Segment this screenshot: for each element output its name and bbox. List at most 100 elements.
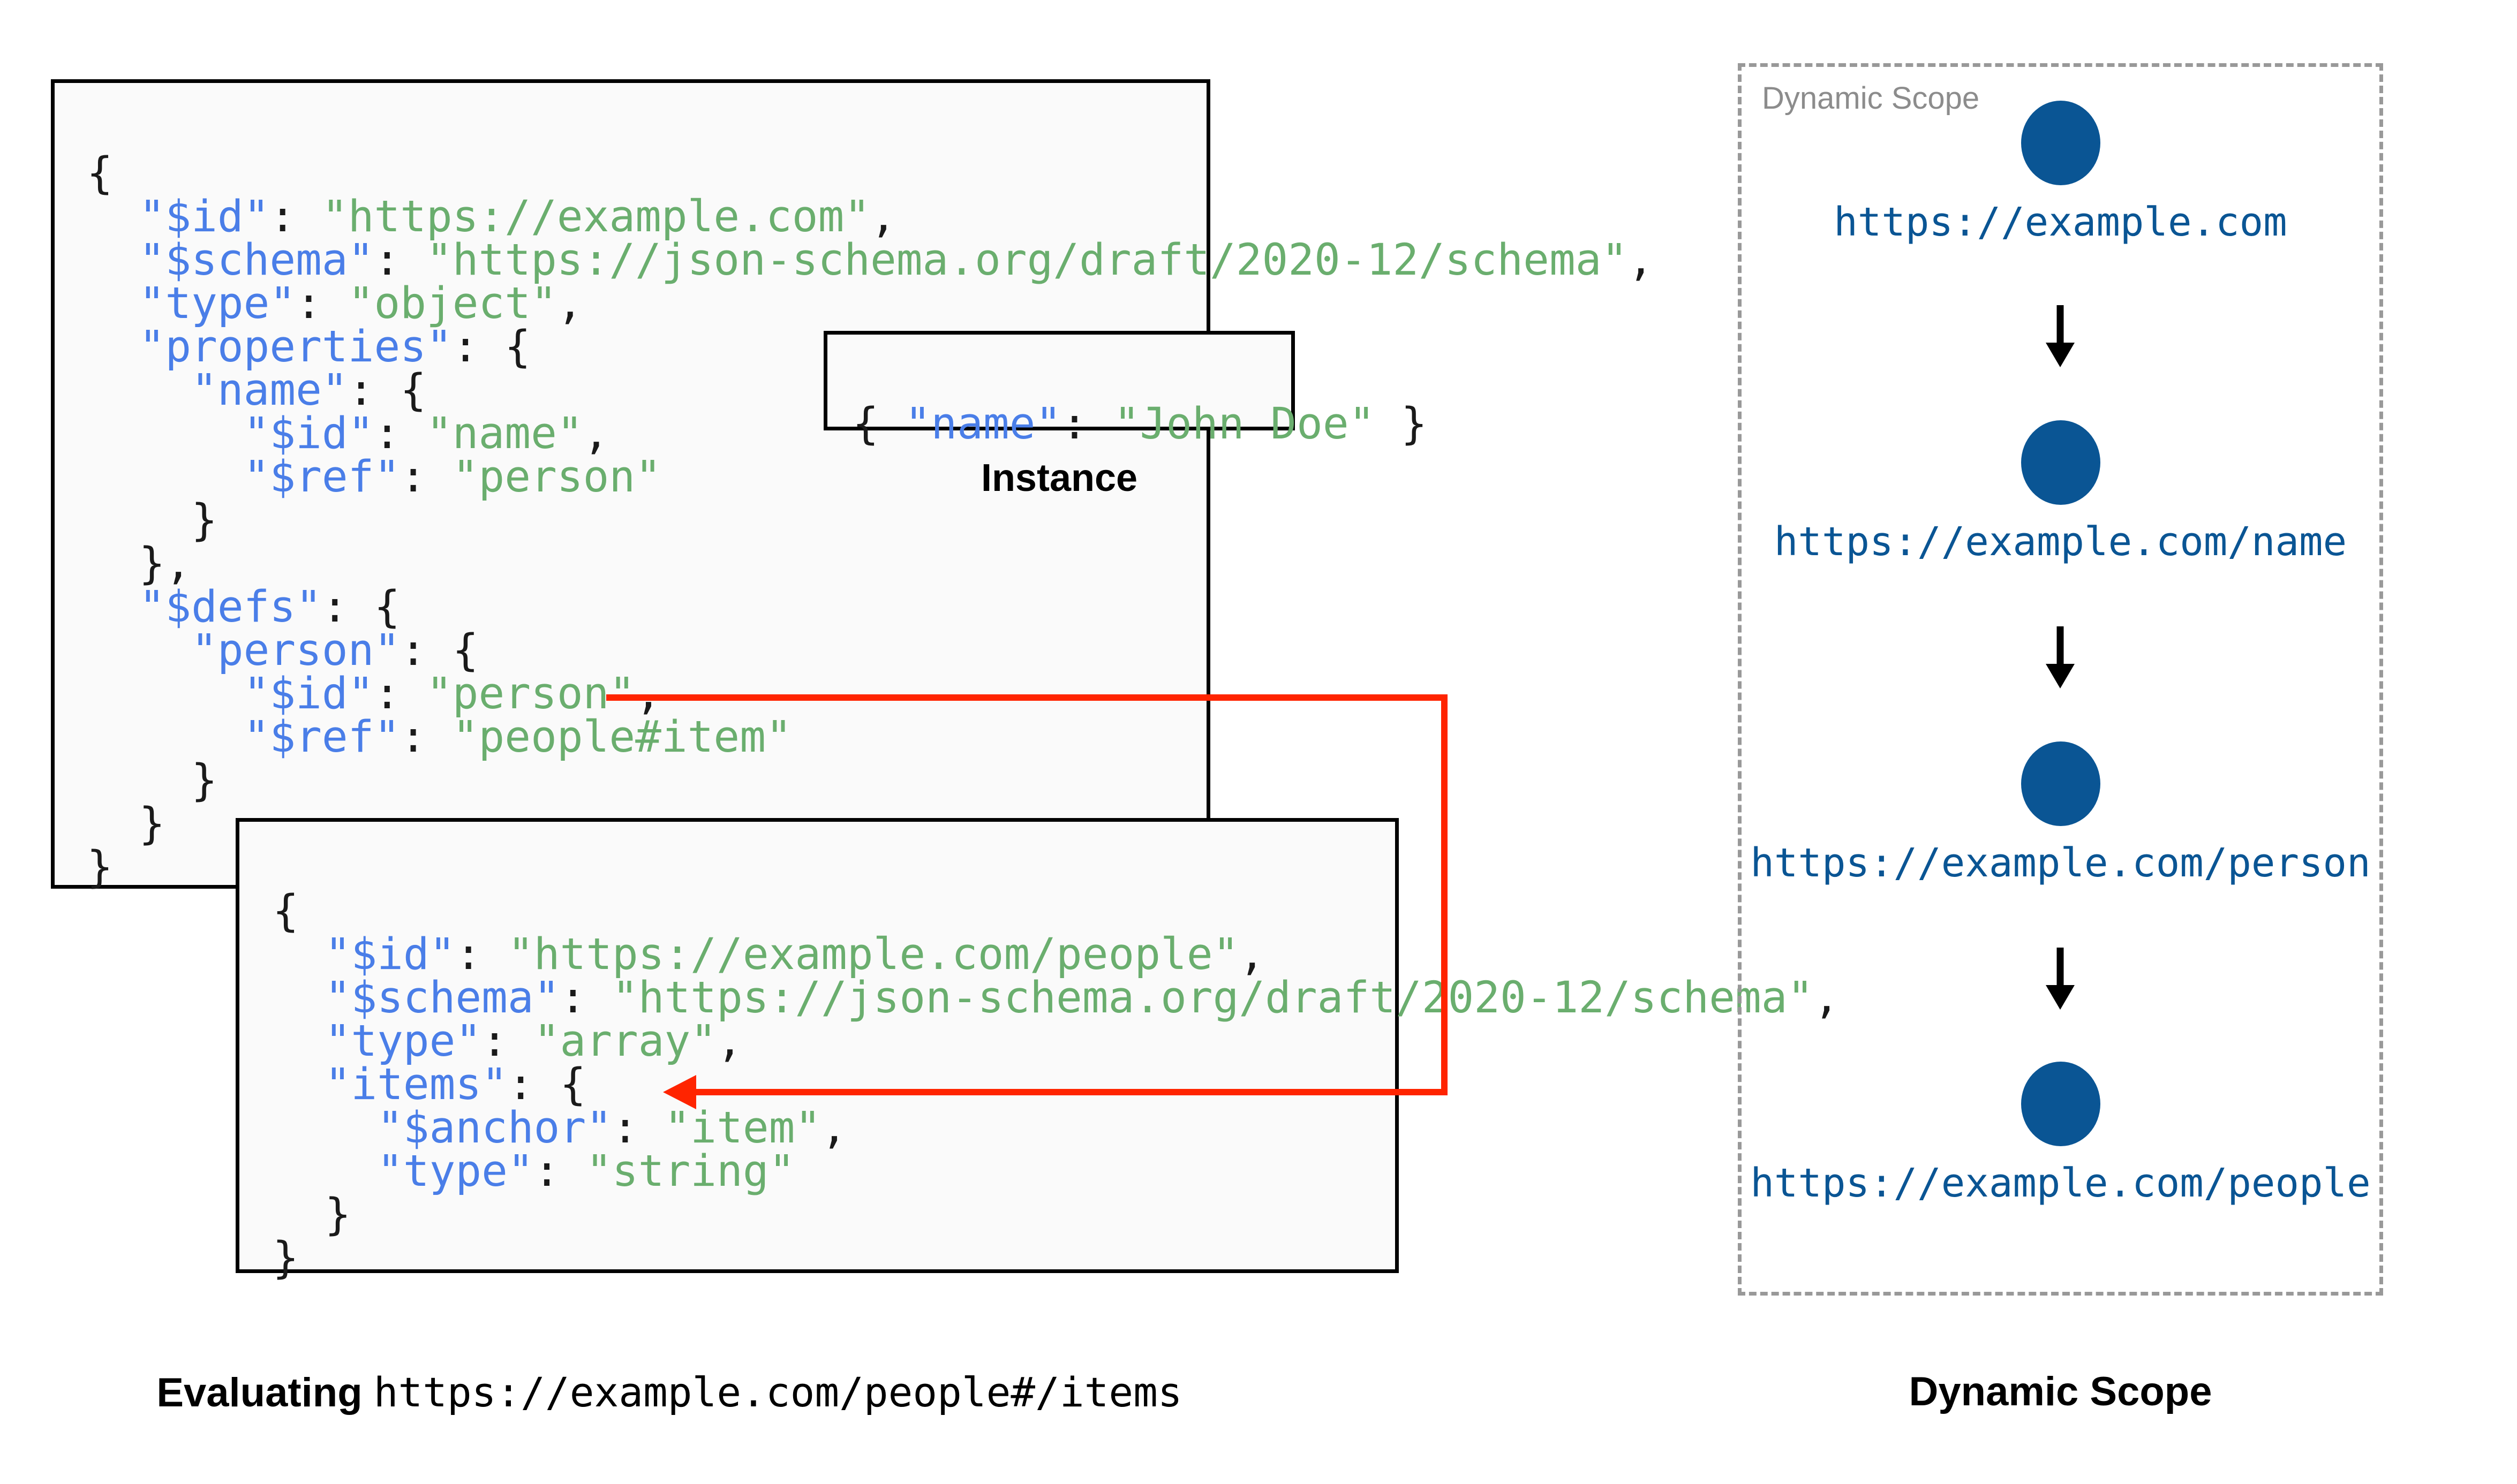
code-token: "string" <box>586 1146 795 1197</box>
code-token: "name" <box>905 399 1062 449</box>
code-token <box>87 235 139 285</box>
code-token <box>87 712 244 762</box>
code-token: "person" <box>452 452 661 502</box>
code-token: : { <box>452 322 531 372</box>
code-token: "type" <box>325 1016 482 1066</box>
code-token: "items" <box>325 1059 508 1110</box>
code-token: "https://example.com" <box>321 192 871 242</box>
code-token: "$anchor" <box>377 1103 612 1153</box>
evaluating-caption: Evaluating https://example.com/people#/i… <box>0 1368 1339 1416</box>
code-token: } <box>1375 399 1427 449</box>
code-token: "type" <box>377 1146 534 1197</box>
code-token: : <box>374 408 426 459</box>
code-token <box>273 1059 325 1110</box>
code-token <box>273 973 325 1023</box>
code-token: : { <box>348 365 426 415</box>
scope-node-circle-icon <box>2021 741 2100 826</box>
code-token: : <box>374 669 426 719</box>
code-token: "$id" <box>325 929 456 980</box>
code-token <box>87 669 244 719</box>
code-token: : { <box>400 625 479 676</box>
code-token <box>87 625 191 676</box>
instance-caption: Instance <box>981 457 1138 499</box>
code-token: , <box>821 1103 847 1153</box>
code-token: { <box>87 148 113 199</box>
scope-node-circle-icon <box>2021 420 2100 505</box>
code-token: "John Doe" <box>1113 399 1375 449</box>
code-token: , <box>1627 235 1654 285</box>
scope-node-circle-icon <box>2021 101 2100 185</box>
code-token <box>273 1103 377 1153</box>
code-token: "$ref" <box>243 712 401 762</box>
code-token: "array" <box>533 1016 717 1066</box>
code-token: } <box>87 799 165 849</box>
code-token: "$defs" <box>139 582 322 632</box>
dynamic-scope-panel-label: Dynamic Scope <box>1762 81 1980 116</box>
code-token: : <box>612 1103 665 1153</box>
code-token: : { <box>321 582 401 632</box>
code-token: "people#item" <box>452 712 792 762</box>
code-token: "person" <box>191 625 401 676</box>
code-token: "$ref" <box>243 452 401 502</box>
scope-node-label: https://example.com <box>1834 199 2287 245</box>
instance-box: { "name": "John Doe" } <box>824 331 1427 446</box>
code-token: "name" <box>426 408 583 459</box>
code-token <box>87 192 139 242</box>
code-token: : <box>374 235 426 285</box>
code-token: "$schema" <box>325 973 560 1023</box>
code-token: : <box>400 712 453 762</box>
code-token <box>273 929 325 980</box>
code-token: "$id" <box>243 408 374 459</box>
code-token: , <box>556 278 583 329</box>
code-token: "name" <box>191 365 348 415</box>
scope-node-label: https://example.com/person <box>1750 840 2371 886</box>
schema-box-root: { "$id": "https://example.com", "$schema… <box>51 79 1654 889</box>
schema-code-root: { "$id": "https://example.com", "$schema… <box>87 152 1654 889</box>
code-token: : <box>481 1016 534 1066</box>
schema-code-people: { "$id": "https://example.com/people", "… <box>273 890 1840 1280</box>
code-token: "$id" <box>139 192 270 242</box>
code-token: { <box>853 399 905 449</box>
code-token <box>87 582 139 632</box>
code-token: { <box>273 886 299 936</box>
code-token: "properties" <box>139 322 453 372</box>
code-token <box>273 1146 377 1197</box>
code-token: , <box>635 669 661 719</box>
code-token: "https://json-schema.org/draft/2020-12/s… <box>612 973 1814 1023</box>
scope-arrow-2-3 <box>2046 948 2075 1010</box>
scope-node-3: https://example.com/people <box>1738 1062 2383 1206</box>
dynamic-scope-panel <box>1738 63 2383 1296</box>
scope-node-2: https://example.com/person <box>1738 741 2383 886</box>
code-token: : <box>296 278 348 329</box>
code-token: "person" <box>426 669 636 719</box>
code-token: "item" <box>664 1103 822 1153</box>
code-token: : <box>400 452 453 502</box>
code-token <box>87 408 244 459</box>
code-token: } <box>273 1233 299 1283</box>
code-token: , <box>717 1016 743 1066</box>
code-token: "object" <box>348 278 557 329</box>
scope-node-circle-icon <box>2021 1062 2100 1146</box>
reference-arrow <box>606 694 1448 1109</box>
code-token: , <box>870 192 896 242</box>
code-token <box>273 1016 325 1066</box>
scope-node-label: https://example.com/people <box>1750 1160 2371 1206</box>
code-token: : <box>455 929 508 980</box>
code-token: : <box>1061 399 1114 449</box>
evaluating-label: Evaluating <box>156 1370 374 1415</box>
code-token: "https://json-schema.org/draft/2020-12/s… <box>426 235 1628 285</box>
code-token <box>87 365 191 415</box>
instance-code: { "name": "John Doe" } <box>853 403 1427 446</box>
code-token: "$id" <box>243 669 374 719</box>
code-token <box>87 452 244 502</box>
code-token: "$schema" <box>139 235 374 285</box>
code-token: : <box>560 973 612 1023</box>
code-token: , <box>1813 973 1840 1023</box>
scope-arrow-1-2 <box>2046 626 2075 688</box>
schema-box-people: { "$id": "https://example.com/people", "… <box>236 818 1840 1280</box>
code-token: } <box>87 842 113 892</box>
code-token: , <box>1239 929 1265 980</box>
evaluating-uri: https://example.com/people#/items <box>373 1368 1182 1416</box>
code-token: : <box>269 192 322 242</box>
code-token: } <box>273 1190 351 1240</box>
